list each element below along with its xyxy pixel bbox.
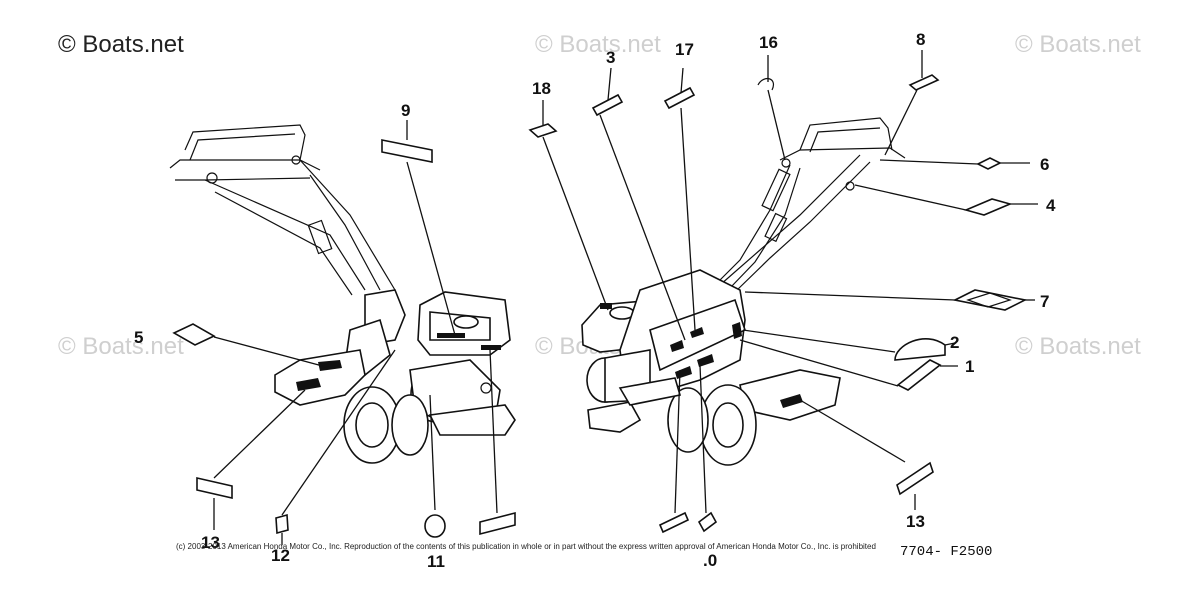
callout-numbers: 9 5 13 12 11 18 3 17 16 8 6 4 7 2 1 13 .… (134, 30, 1056, 571)
callout-10-partial: .0 (703, 551, 717, 570)
decal-10-right-a (658, 511, 690, 534)
decal-1 (896, 359, 942, 391)
decal-6 (976, 157, 1002, 170)
callout-6: 6 (1040, 155, 1049, 174)
callout-16: 16 (759, 33, 778, 52)
callout-2: 2 (950, 333, 959, 352)
decal-13-right (896, 461, 934, 496)
left-tiller-illustration (169, 124, 516, 464)
decal-11 (424, 514, 446, 538)
decal-17 (663, 86, 696, 110)
callout-13-right: 13 (906, 512, 925, 531)
callout-7: 7 (1040, 292, 1049, 311)
decal-2 (894, 338, 946, 361)
watermark-main: © Boats.net (58, 31, 184, 58)
decal-4 (963, 198, 1013, 216)
decal-parts (172, 74, 1028, 538)
decal-9 (381, 139, 433, 163)
decal-10-right-b (697, 511, 718, 533)
decal-8 (908, 74, 940, 91)
decal-12-left (275, 513, 289, 535)
callout-17: 17 (675, 40, 694, 59)
watermark-faded-top-center: © Boats.net (535, 31, 661, 58)
decal-16 (757, 77, 774, 91)
copyright-notice: (c) 2003-2013 American Honda Motor Co., … (176, 542, 876, 551)
watermark-faded-top-right: © Boats.net (1015, 31, 1141, 58)
callout-1: 1 (965, 357, 974, 376)
callout-18: 18 (532, 79, 551, 98)
leader-lines (213, 50, 1038, 545)
callout-5: 5 (134, 328, 143, 347)
decal-10-left (479, 511, 516, 536)
callout-13-left: 13 (201, 533, 220, 552)
callout-11: 11 (427, 552, 445, 571)
callout-3: 3 (606, 48, 615, 67)
decal-3 (591, 93, 624, 117)
right-tiller-illustration (581, 117, 906, 466)
decal-13-left (196, 476, 233, 500)
callout-12: 12 (271, 546, 290, 565)
figure-code: 7704- F2500 (900, 544, 992, 560)
callout-8: 8 (916, 30, 925, 49)
watermark-faded-mid-right: © Boats.net (1015, 333, 1141, 360)
decal-5 (172, 323, 216, 346)
decal-18 (528, 123, 558, 138)
watermark-faded-mid-left: © Boats.net (58, 333, 184, 360)
callout-9: 9 (401, 101, 410, 120)
callout-4: 4 (1046, 196, 1056, 215)
